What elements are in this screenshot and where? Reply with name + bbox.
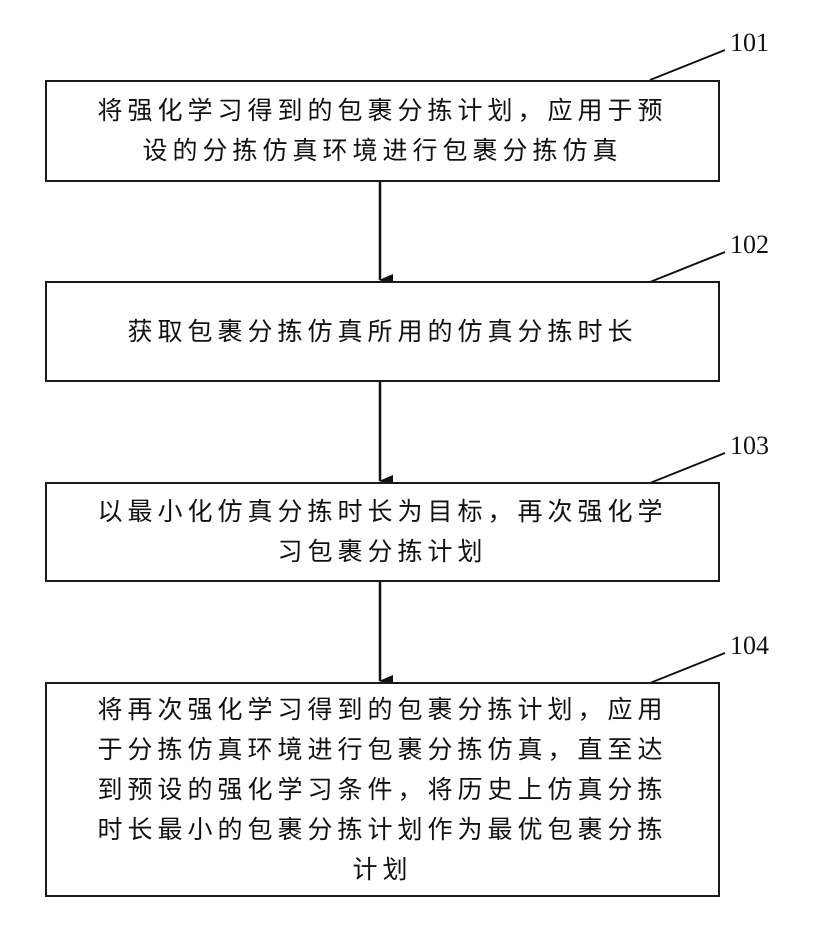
step-text-101: 将强化学习得到的包裹分拣计划，应用于预 设的分拣仿真环境进行包裹分拣仿真 [97, 91, 667, 171]
step-ref-104: 104 [730, 631, 769, 661]
step-box-101: 将强化学习得到的包裹分拣计划，应用于预 设的分拣仿真环境进行包裹分拣仿真 [45, 80, 720, 182]
leader-line-103 [650, 453, 725, 483]
step-box-103: 以最小化仿真分拣时长为目标，再次强化学 习包裹分拣计划 [45, 482, 720, 582]
leader-line-104 [650, 653, 725, 683]
step-text-104: 将再次强化学习得到的包裹分拣计划，应用 于分拣仿真环境进行包裹分拣仿真，直至达 … [97, 690, 667, 890]
step-box-104: 将再次强化学习得到的包裹分拣计划，应用 于分拣仿真环境进行包裹分拣仿真，直至达 … [45, 682, 720, 897]
step-text-102: 获取包裹分拣仿真所用的仿真分拣时长 [127, 312, 637, 352]
step-ref-102: 102 [730, 230, 769, 260]
step-box-102: 获取包裹分拣仿真所用的仿真分拣时长 [45, 281, 720, 382]
step-ref-101: 101 [730, 28, 769, 58]
leader-line-102 [650, 252, 725, 282]
step-ref-103: 103 [730, 431, 769, 461]
leader-line-101 [650, 50, 725, 80]
step-text-103: 以最小化仿真分拣时长为目标，再次强化学 习包裹分拣计划 [97, 492, 667, 572]
